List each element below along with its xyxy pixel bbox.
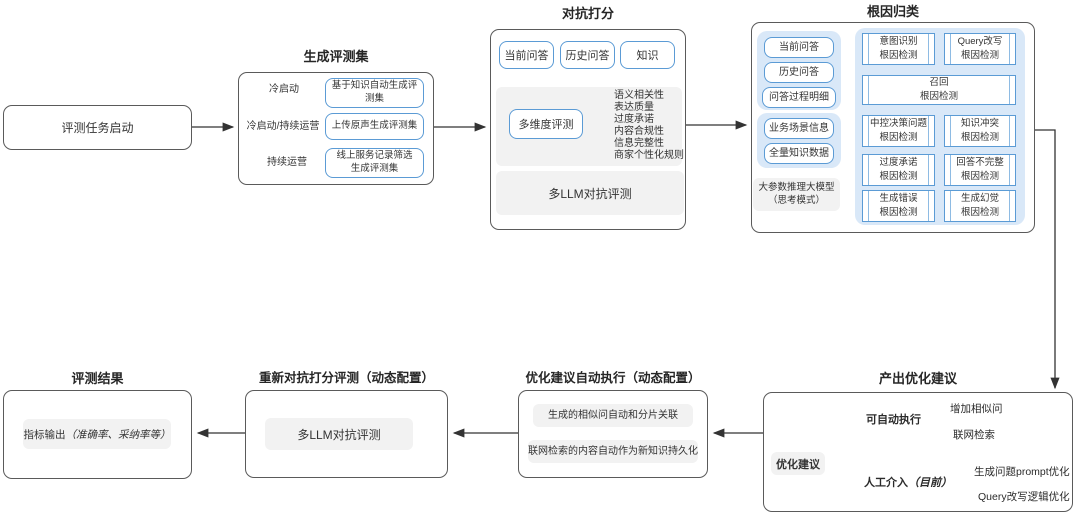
mindmap-leaf-prompt-optimization: 生成问题prompt优化 [974, 466, 1070, 478]
node-web-content-persistence: 联网检索的内容自动作为新知识持久化 [528, 440, 698, 463]
node-web-content-persistence-label: 联网检索的内容自动作为新知识持久化 [528, 445, 698, 457]
dimension-semantic-relevance: 语义相关性 [614, 90, 664, 101]
mindmap-branch-auto-executable: 可自动执行 [866, 414, 921, 426]
detector-intent-recognition-l2: 根因检测 [879, 50, 918, 61]
detector-incomplete-answer: 回答不完整 根因检测 [944, 154, 1016, 186]
rc-input-full-knowledge: 全量知识数据 [764, 143, 834, 164]
node-rescore-multi-llm: 多LLM对抗评测 [265, 418, 413, 450]
detector-query-rewrite: Query改写 根因检测 [944, 33, 1016, 65]
dimension-content-compliance: 内容合规性 [614, 126, 664, 137]
rc-input-history-qa-label: 历史问答 [779, 66, 819, 78]
detector-over-promise-l2: 根因检测 [879, 171, 918, 182]
node-multi-llm-adversarial-eval-label: 多LLM对抗评测 [548, 186, 632, 201]
rc-input-qa-process-detail: 问答过程明细 [762, 87, 836, 108]
section-title-eval-result: 评测结果 [71, 371, 124, 386]
rc-input-current-qa: 当前问答 [764, 37, 834, 58]
dimension-over-promise: 过度承诺 [614, 114, 654, 125]
node-metric-output: 指标输出（准确率、采纳率等） [23, 419, 171, 449]
mindmap-branch-manual-label: 人工介入 [864, 477, 908, 489]
mindmap-branch-manual-intervention: 人工介入（目前） [864, 478, 952, 489]
detector-knowledge-conflict: 知识冲突 根因检测 [944, 115, 1016, 147]
node-eval-task-start: 评测任务启动 [3, 105, 192, 150]
node-eval-task-start-label: 评测任务启动 [61, 121, 134, 135]
detector-generation-error-l2: 根因检测 [879, 207, 918, 218]
detector-knowledge-conflict-l2: 根因检测 [960, 132, 999, 143]
detector-query-rewrite-l2: 根因检测 [960, 50, 999, 61]
node-rescore-multi-llm-label: 多LLM对抗评测 [297, 427, 381, 442]
mindmap-root-optimization-suggestion: 优化建议 [771, 452, 825, 475]
node-multi-dimension-eval-label: 多维度评测 [518, 119, 574, 131]
branch-label-cold-start-continuous: 冷启动/持续运营 [243, 121, 323, 133]
detector-incomplete-answer-l2: 根因检测 [960, 171, 999, 182]
detector-incomplete-answer-l1: 回答不完整 [956, 156, 1004, 168]
section-title-root-cause: 根因归类 [866, 4, 919, 19]
mindmap-leaf-web-search: 联网检索 [953, 429, 995, 441]
node-multi-llm-adversarial-eval: 多LLM对抗评测 [496, 171, 684, 215]
detector-hallucination-l2: 根因检测 [960, 207, 999, 218]
detector-recall-l1: 召回 [929, 76, 949, 88]
mindmap-branch-manual-suffix: （目前） [908, 477, 952, 489]
node-gen-from-knowledge-label: 基于知识自动生成评测集 [331, 80, 418, 104]
mindmap-leaf-query-rewrite-optimization: Query改写逻辑优化 [978, 491, 1070, 503]
detector-intent-recognition-l1: 意图识别 [879, 35, 918, 47]
node-similar-question-association-label: 生成的相似问自动和分片关联 [548, 409, 678, 421]
branch-label-continuous-ops: 持续运营 [264, 157, 310, 169]
detector-generation-error: 生成错误 根因检测 [862, 190, 935, 222]
detector-recall: 召回 根因检测 [862, 75, 1016, 105]
node-gen-from-upload-label: 上传原声生成评测集 [331, 120, 418, 132]
input-current-qa-label: 当前问答 [504, 50, 549, 62]
node-gen-from-knowledge: 基于知识自动生成评测集 [325, 78, 424, 108]
rc-input-business-scene-label: 业务场景信息 [769, 122, 829, 134]
detector-over-promise: 过度承诺 根因检测 [862, 154, 935, 186]
detector-recall-l2: 根因检测 [919, 91, 958, 102]
dimension-expression-quality: 表达质量 [614, 102, 654, 113]
rc-input-qa-process-detail-label: 问答过程明细 [769, 91, 829, 103]
detector-intent-recognition: 意图识别 根因检测 [862, 33, 935, 65]
branch-label-cold-start: 冷启动 [266, 84, 302, 96]
rc-input-history-qa: 历史问答 [764, 62, 834, 83]
node-reasoning-model: 大参数推理大模型 （思考模式） [753, 178, 840, 211]
mindmap-leaf-add-similar-questions: 增加相似问 [950, 403, 1003, 415]
section-title-rescore: 重新对抗打分评测（动态配置） [258, 371, 434, 385]
detector-over-promise-l1: 过度承诺 [879, 156, 918, 168]
rc-input-business-scene: 业务场景信息 [764, 118, 834, 139]
node-reasoning-model-line2: （思考模式） [767, 194, 825, 206]
detector-hallucination-l1: 生成幻觉 [960, 192, 999, 204]
detector-query-rewrite-l1: Query改写 [957, 35, 1003, 47]
mindmap-root-label: 优化建议 [776, 458, 820, 471]
rc-input-full-knowledge-label: 全量知识数据 [769, 147, 829, 159]
node-gen-from-online-records-label: 线上服务记录筛选生成评测集 [336, 150, 413, 174]
node-similar-question-association: 生成的相似问自动和分片关联 [533, 404, 693, 427]
rc-input-current-qa-label: 当前问答 [779, 41, 819, 53]
dimension-info-completeness: 信息完整性 [614, 138, 664, 149]
section-title-auto-execute: 优化建议自动执行（动态配置） [525, 371, 701, 385]
node-gen-from-upload: 上传原声生成评测集 [325, 113, 424, 140]
input-current-qa: 当前问答 [499, 41, 554, 69]
detector-central-decision-l2: 根因检测 [879, 132, 918, 143]
detector-knowledge-conflict-l1: 知识冲突 [960, 117, 999, 129]
node-metric-output-suffix: （准确率、采纳率等） [65, 428, 171, 441]
node-metric-output-label: 指标输出 [23, 428, 66, 441]
detector-hallucination: 生成幻觉 根因检测 [944, 190, 1016, 222]
input-knowledge-label: 知识 [636, 50, 659, 62]
input-history-qa-label: 历史问答 [565, 50, 610, 62]
detector-central-decision: 中控决策问题 根因检测 [862, 115, 935, 147]
node-gen-from-online-records: 线上服务记录筛选生成评测集 [325, 148, 424, 178]
section-title-generate-evalset: 生成评测集 [303, 49, 369, 64]
dimension-merchant-custom-rules: 商家个性化规则 [614, 150, 684, 161]
input-history-qa: 历史问答 [560, 41, 615, 69]
input-knowledge: 知识 [620, 41, 675, 69]
section-title-adversarial-scoring: 对抗打分 [561, 6, 614, 21]
detector-generation-error-l1: 生成错误 [879, 192, 918, 204]
node-multi-dimension-eval: 多维度评测 [509, 109, 583, 139]
detector-central-decision-l1: 中控决策问题 [869, 117, 927, 129]
section-title-optimization-suggestions: 产出优化建议 [878, 371, 957, 386]
node-reasoning-model-line1: 大参数推理大模型 [758, 181, 835, 193]
